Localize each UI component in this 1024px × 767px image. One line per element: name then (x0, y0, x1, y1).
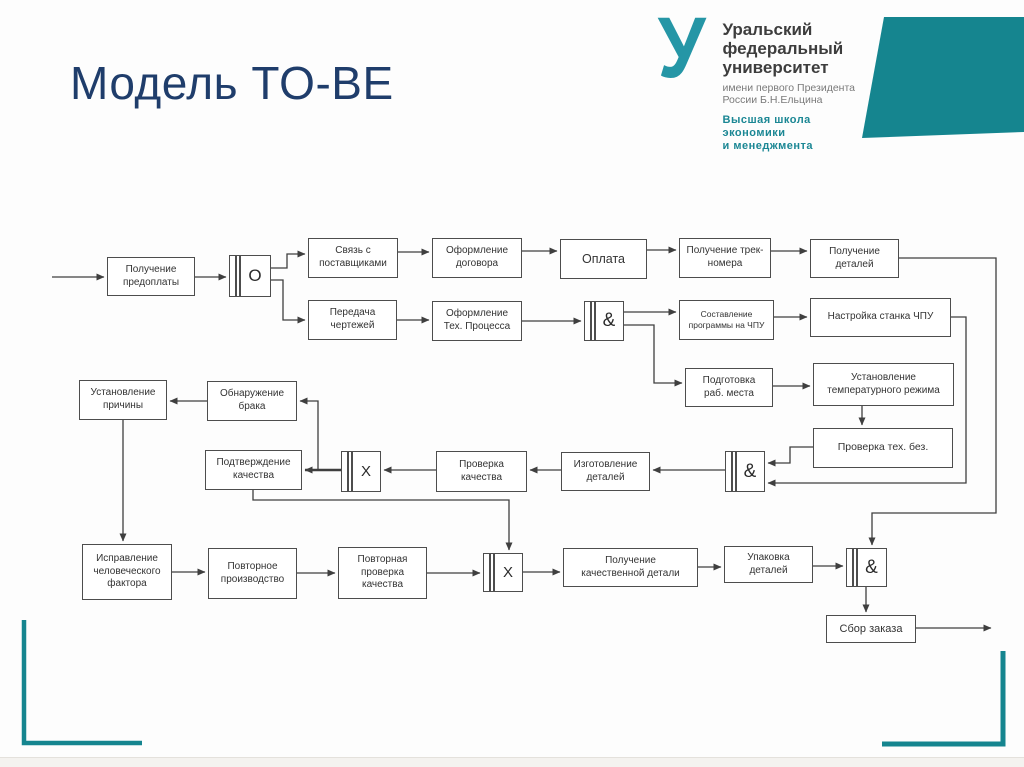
school-name-line: Высшая школа (722, 114, 811, 126)
university-subtitle: имени первого Президента России Б.Н.Ельц… (723, 82, 856, 106)
node-peredacha-chertezhey: Передача чертежей (308, 300, 397, 340)
edge-nastroyka-to-and2 (767, 316, 967, 487)
node-ustanovlenie-temp-rezhima: Установление температурного режима (813, 363, 954, 406)
header-banner-shape (862, 17, 1024, 138)
node-poluchenie-trek-nomera: Получение трек- номера (679, 238, 771, 278)
gateway-xor-recheck: X (483, 553, 523, 592)
edge-xor-to-brak (299, 397, 319, 470)
slide-footer-strip (0, 757, 1024, 767)
node-oplata: Оплата (560, 239, 647, 279)
university-logo-text: Уральский федеральный университет имени … (723, 8, 856, 153)
university-subtitle-line: имени первого Президента (722, 82, 856, 94)
gateway-or-start: O (229, 255, 271, 297)
edge-or-to-svyaz (271, 250, 306, 269)
ural-university-glyph-icon: У (657, 0, 706, 96)
gateway-and-tech: & (584, 301, 624, 341)
gateway-xor-quality: X (341, 451, 381, 492)
university-name-line: университет (722, 58, 829, 77)
node-poluchenie-kach-detali: Получение качественной детали (563, 548, 698, 587)
node-obnaruzhenie-braka: Обнаружение брака (207, 381, 297, 421)
node-oformlenie-dogovora: Оформление договора (432, 238, 522, 278)
node-poluchenie-detaley: Получение деталей (810, 239, 899, 278)
node-oformlenie-teh-processa: Оформление Тех. Процесса (432, 301, 522, 341)
node-podtverzhdenie-kachestva: Подтверждение качества (205, 450, 302, 490)
node-povtornaya-proverka: Повторная проверка качества (338, 547, 427, 599)
node-proverka-teh-bez: Проверка тех. без. (813, 428, 953, 468)
node-ispravlenie-chel-faktora: Исправление человеческого фактора (82, 544, 172, 600)
node-povtornoe-proizvodstvo: Повторное производство (208, 548, 297, 599)
node-poluchenie-predoplaty: Получение предоплаты (107, 257, 195, 296)
school-name-line: экономики (722, 127, 786, 139)
school-name: Высшая школа экономики и менеджмента (723, 114, 856, 153)
node-sbor-zakaza: Сбор заказа (826, 615, 916, 643)
university-name-line: федеральный (722, 39, 844, 58)
school-name-line: и менеджмента (722, 140, 814, 152)
node-svyaz-s-postavshchikami: Связь с поставщиками (308, 238, 398, 278)
university-name: Уральский федеральный университет (723, 20, 856, 77)
page-title: Модель TO-BE (70, 57, 394, 109)
edge-or-to-peredacha (271, 279, 306, 324)
node-upakovka-detaley: Упаковка деталей (724, 546, 813, 583)
node-proverka-kachestva: Проверка качества (436, 451, 527, 492)
gateway-and-production: & (725, 451, 765, 492)
node-izgotovlenie-detaley: Изготовление деталей (561, 452, 650, 491)
gateway-and-final: & (846, 548, 887, 587)
node-sostavlenie-programmy-chpu: Составление программы на ЧПУ (679, 300, 774, 340)
corner-bracket-right (882, 651, 1006, 747)
university-logo: У Уральский федеральный университет имен… (655, 0, 856, 153)
node-nastroyka-stanka-chpu: Настройка станка ЧПУ (810, 298, 951, 337)
edge-detali-to-and-final (868, 257, 997, 546)
edge-proverka-teh-to-and2 (767, 446, 813, 467)
university-name-line: Уральский (722, 20, 813, 39)
university-subtitle-line: России Б.Н.Ельцина (722, 94, 823, 106)
edge-and-to-podgotovka (624, 324, 683, 387)
corner-bracket-left (21, 620, 142, 746)
node-podgotovka-rab-mesta: Подготовка раб. места (685, 368, 773, 407)
flow-edges (52, 246, 997, 632)
node-ustanovlenie-prichiny: Установление причины (79, 380, 167, 420)
edge-podtverzhdenie-to-xor2 (252, 490, 513, 551)
